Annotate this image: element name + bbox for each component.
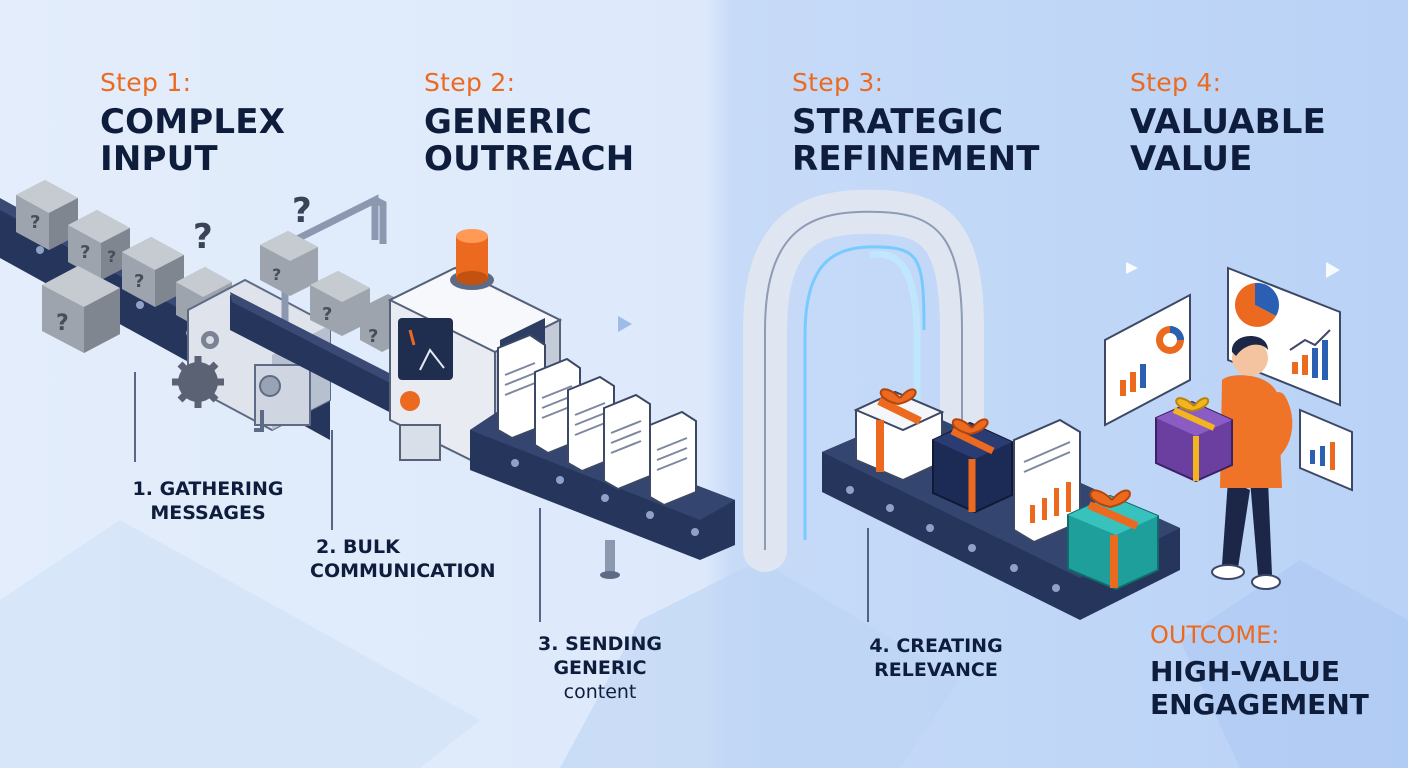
document-icon — [497, 333, 546, 440]
stage-caption-line: 1. GATHERING — [132, 478, 284, 500]
gear-icon — [172, 356, 224, 408]
sorting-gate — [281, 194, 387, 355]
person-icon — [1155, 335, 1293, 590]
svg-text:?: ? — [30, 212, 40, 233]
step-title: STRATEGIC REFINEMENT — [792, 104, 1040, 178]
step-title-line: COMPLEX — [100, 102, 286, 142]
stage-caption-line: 3. SENDING — [538, 633, 662, 655]
svg-text:?: ? — [272, 265, 281, 284]
document-icon — [649, 410, 697, 507]
floating-question-mark: ? — [193, 217, 213, 257]
svg-text:?: ? — [322, 304, 332, 325]
step-label: Step 3: — [792, 68, 884, 97]
question-box-icon: ? — [122, 237, 184, 307]
outcome-title-line: ENGAGEMENT — [1150, 688, 1369, 721]
stage-3-caption: 3. SENDING GENERIC content — [520, 632, 680, 704]
svg-text:?: ? — [56, 311, 69, 336]
stage-4-caption: 4. CREATING RELEVANCE — [846, 634, 1026, 682]
step-title-line: STRATEGIC — [792, 102, 1004, 142]
floating-question-mark: ? — [292, 191, 312, 231]
question-box-icon: ? — [260, 231, 318, 296]
gift-box-icon — [932, 418, 1013, 514]
stage-caption-line: COMMUNICATION — [310, 560, 496, 582]
chart-card-icon — [1299, 408, 1353, 492]
stage-caption-line: 2. BULK — [316, 536, 400, 558]
step-1-heading: Step 1: COMPLEX INPUT — [100, 70, 285, 178]
stage-caption-line: MESSAGES — [150, 502, 266, 524]
gear-icon — [201, 331, 219, 349]
alarm-light — [450, 229, 494, 290]
step-title: COMPLEX INPUT — [100, 104, 285, 178]
document-icon — [567, 375, 615, 473]
step-title-line: OUTREACH — [424, 139, 635, 179]
step-title: VALUABLE VALUE — [1130, 104, 1326, 178]
arch-scanner-icon — [743, 189, 984, 572]
svg-text:?: ? — [368, 326, 378, 347]
step-title-line: INPUT — [100, 139, 218, 179]
step-title: GENERIC OUTREACH — [424, 104, 634, 178]
step-title-line: VALUE — [1130, 139, 1253, 179]
gift-box-icon — [1155, 397, 1233, 483]
svg-text:?: ? — [134, 271, 144, 292]
step-title-line: VALUABLE — [1130, 102, 1327, 142]
stage-caption-extra: content — [563, 681, 637, 703]
stage-caption-line: GENERIC — [553, 657, 647, 679]
svg-text:?: ? — [80, 242, 90, 263]
svg-text:?: ? — [107, 247, 116, 266]
outcome-title: HIGH-VALUE ENGAGEMENT — [1150, 655, 1369, 721]
stage-caption-line: 4. CREATING — [869, 635, 1003, 657]
gift-box-icon — [1067, 489, 1159, 591]
outcome-label: OUTCOME: — [1150, 621, 1280, 649]
step-label: Step 2: — [424, 68, 516, 97]
step-4-heading: Step 4: VALUABLE VALUE — [1130, 70, 1326, 178]
step-3-heading: Step 3: STRATEGIC REFINEMENT — [792, 70, 1040, 178]
gift-box-icon — [853, 388, 945, 482]
step-label: Step 4: — [1130, 68, 1222, 97]
question-box-icon: ? ? — [68, 210, 130, 280]
step-label: Step 1: — [100, 68, 192, 97]
outcome-title-line: HIGH-VALUE — [1150, 655, 1340, 688]
outcome-heading: OUTCOME: HIGH-VALUE ENGAGEMENT — [1150, 623, 1369, 721]
chart-card-icon — [1104, 293, 1191, 427]
step-title-line: REFINEMENT — [792, 139, 1040, 179]
stage-caption-line: RELEVANCE — [874, 659, 998, 681]
question-box-icon: ? — [310, 271, 370, 336]
document-icon — [603, 393, 651, 491]
step-2-heading: Step 2: GENERIC OUTREACH — [424, 70, 634, 178]
step-title-line: GENERIC — [424, 102, 592, 142]
question-box-icon: ? — [16, 180, 78, 250]
question-box-icon: ? — [42, 266, 120, 353]
stage-2-caption: 2. BULK COMMUNICATION — [310, 535, 530, 583]
callout-lines — [134, 372, 869, 622]
stage-1-caption: 1. GATHERING MESSAGES — [118, 477, 298, 525]
